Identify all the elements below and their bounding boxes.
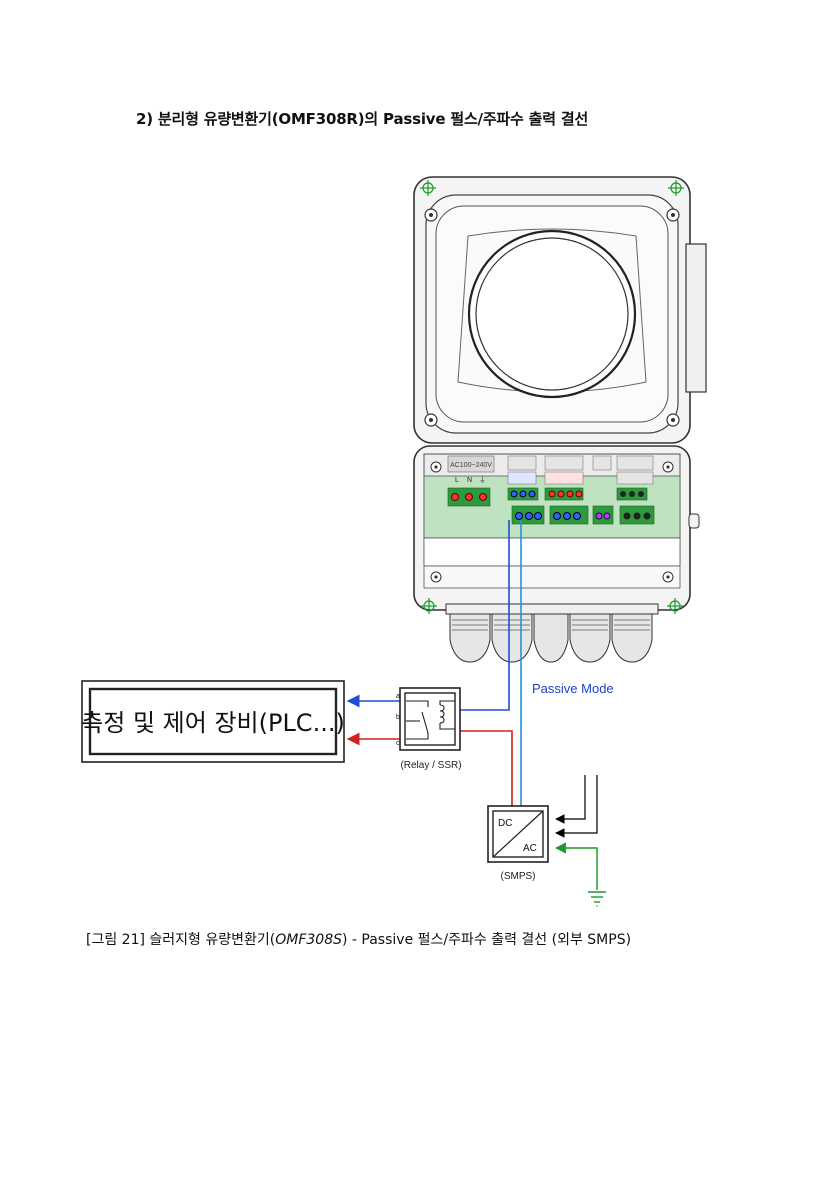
- power-pin-l: L: [455, 477, 459, 484]
- caption-prefix: [그림 21] 슬러지형 유량변환기(: [86, 932, 276, 948]
- relay-pin-b: b: [396, 714, 400, 721]
- relay-pin-c: c: [396, 740, 400, 747]
- section-heading: 2) 분리형 유량변환기(OMF308R)의 Passive 펄스/주파수 출력…: [136, 110, 589, 128]
- caption-suffix: ) - Passive 펄스/주파수 출력 결선 (외부 SMPS): [342, 932, 632, 948]
- ac-input-wires: [555, 775, 598, 838]
- cable-glands: [445, 603, 659, 663]
- mount-hole-icon: [421, 598, 683, 614]
- label-strip: [507, 455, 654, 485]
- terminal-block: [507, 487, 655, 525]
- equipment-label: 측정 및 제어 장비(PLC...): [81, 709, 345, 737]
- passive-mode-label: Passive Mode: [532, 681, 614, 696]
- ground-icon: [588, 891, 606, 907]
- smps-dc-label: DC: [498, 818, 512, 829]
- smps: DC AC (SMPS): [487, 805, 549, 882]
- power-terminal-label: AC100~240V: [450, 462, 492, 469]
- cover-screw: [424, 208, 680, 427]
- power-pin-ground: ⏚: [479, 476, 486, 484]
- figure-caption: [그림 21] 슬러지형 유량변환기(OMF308S) - Passive 펄스…: [86, 929, 631, 949]
- converter-cover: [413, 176, 707, 444]
- smps-ac-label: AC: [523, 843, 537, 854]
- passive-output-wire: [460, 520, 522, 835]
- relay-label: (Relay / SSR): [400, 760, 461, 771]
- relay-ssr: a b c (Relay / SSR): [396, 687, 462, 771]
- ground-wire: [554, 842, 598, 890]
- measurement-equipment: 측정 및 제어 장비(PLC...): [81, 680, 345, 763]
- mount-hole-icon: [420, 180, 684, 196]
- smps-label: (SMPS): [501, 871, 536, 882]
- relay-pin-a: a: [396, 693, 400, 700]
- caption-model: OMF308S: [275, 932, 342, 948]
- power-pin-n: N: [467, 477, 472, 484]
- terminal-box: AC100~240V L N ⏚: [413, 445, 700, 614]
